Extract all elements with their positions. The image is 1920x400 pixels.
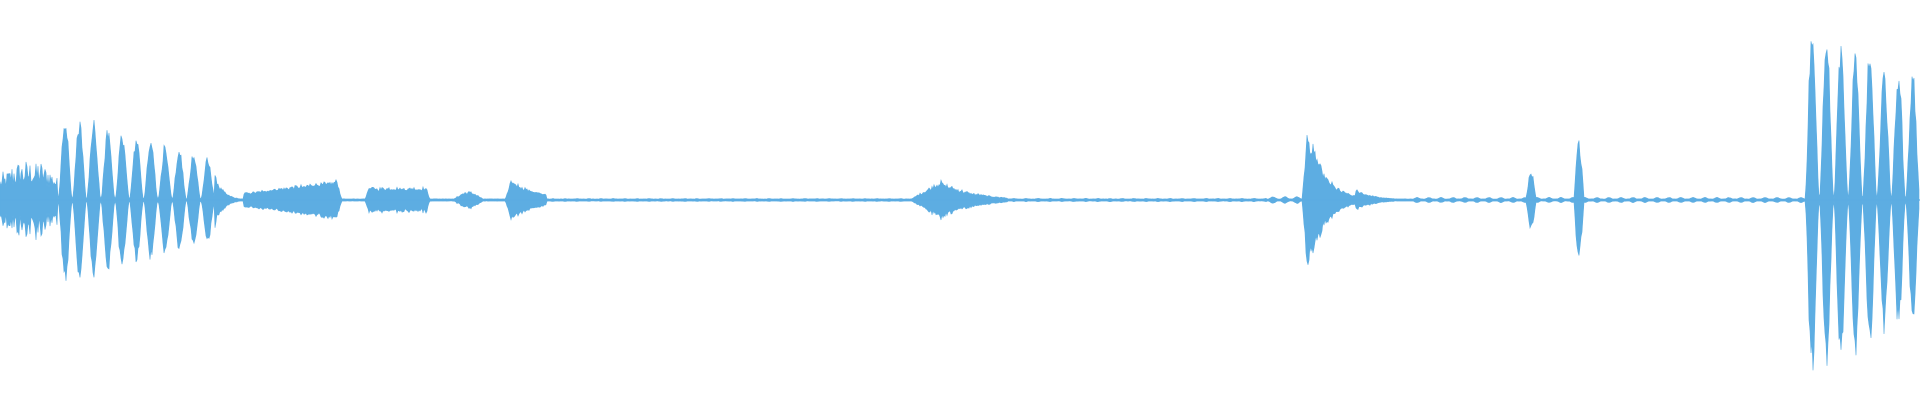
waveform-path <box>0 41 1920 371</box>
